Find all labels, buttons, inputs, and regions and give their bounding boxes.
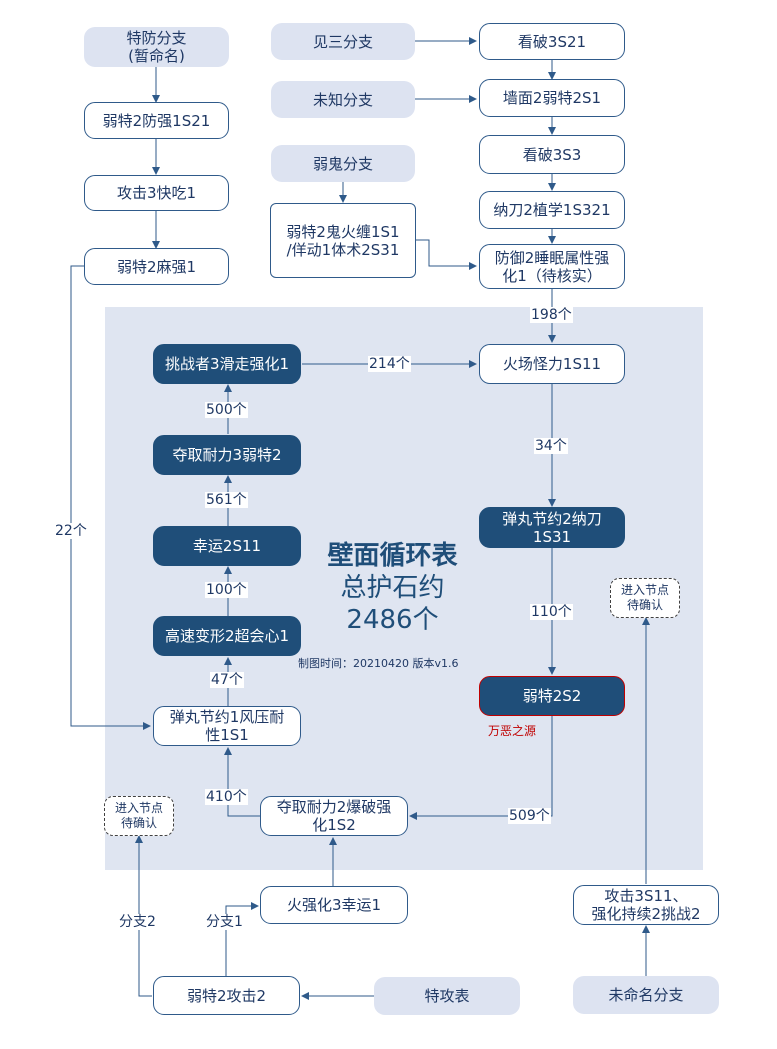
node-ruote2-gongji2: 弱特2攻击2 xyxy=(153,976,300,1015)
edge-label-fenzhi1: 分支1 xyxy=(205,914,244,930)
edge-label-100: 100个 xyxy=(205,582,248,598)
edge-label-509: 509个 xyxy=(508,808,551,824)
node-weizhi-branch: 未知分支 xyxy=(271,81,415,118)
edge-label-214: 214个 xyxy=(368,356,411,372)
edge-label-410: 410个 xyxy=(205,789,248,805)
node-pending-right: 进入节点 待确认 xyxy=(610,578,680,618)
edge-label-561: 561个 xyxy=(205,492,248,508)
node-kanpo3-s3: 看破3S3 xyxy=(479,135,625,174)
edge-label-198: 198个 xyxy=(530,307,573,323)
edge-label-500: 500个 xyxy=(205,402,248,418)
edge-ruote2gongji2-to-huoqianghua xyxy=(225,902,259,976)
timestamp: 制图时间：20210420 版本v1.6 xyxy=(298,657,459,670)
edge-maqiang-to-danwanfengya xyxy=(70,265,151,730)
edge-ruote2gongji2-to-pendingleft xyxy=(135,835,152,997)
node-ruote2-fangqiang1: 弱特2防强1S21 xyxy=(84,102,229,139)
diagram-subtitle: 总护石约 xyxy=(340,573,445,603)
node-ruogui-branch: 弱鬼分支 xyxy=(271,145,415,182)
node-gongji3-kuaichi1: 攻击3快吃1 xyxy=(84,175,229,211)
node-tiaozhanzhe3: 挑战者3滑走强化1 xyxy=(153,344,301,384)
edge-label-34: 34个 xyxy=(534,438,568,454)
node-ruote2-guihuochan: 弱特2鬼火缠1S1 /佯动1体术2S31 xyxy=(270,203,416,278)
edge-guihuochan-to-fangyu2 xyxy=(416,239,477,270)
diagram-total: 2486个 xyxy=(346,605,439,635)
edge-label-22: 22个 xyxy=(54,523,88,539)
node-duoqu3-ruote2: 夺取耐力3弱特2 xyxy=(153,435,301,475)
node-tegong: 特攻表 xyxy=(374,977,520,1015)
node-tefang-branch: 特防分支 (暂命名) xyxy=(84,27,229,67)
diagram-title-block: 壁面循环表 总护石约 2486个 xyxy=(300,540,485,636)
edge-label-fenzhi2: 分支2 xyxy=(118,914,157,930)
annotation-source: 万恶之源 xyxy=(488,724,537,738)
node-ruote2-s2: 弱特2S2 xyxy=(479,676,625,716)
node-kanpo3-s21: 看破3S21 xyxy=(479,23,625,60)
edge-label-47: 47个 xyxy=(210,672,244,688)
node-huoqianghua3: 火强化3幸运1 xyxy=(260,886,408,924)
diagram-title: 壁面循环表 xyxy=(327,541,458,571)
node-nadao2-zhixue: 纳刀2植学1S321 xyxy=(479,191,625,229)
node-huochang: 火场怪力1S11 xyxy=(479,344,625,384)
node-gaosu2: 高速变形2超会心1 xyxy=(153,616,301,656)
node-danwan-nadao: 弹丸节约2纳刀 1S31 xyxy=(479,507,625,548)
node-pending-left: 进入节点 待确认 xyxy=(104,796,174,836)
node-fangyu2-shuimian: 防御2睡眠属性强 化1（待核实） xyxy=(479,244,625,289)
node-ruote2-maqiang1: 弱特2麻强1 xyxy=(84,248,229,285)
node-danwan-fengya: 弹丸节约1风压耐 性1S1 xyxy=(153,706,301,746)
node-xingyun2: 幸运2S11 xyxy=(153,526,301,566)
node-jiansan-branch: 见三分支 xyxy=(271,23,415,60)
edge-ruote2s2-to-duoqu2 xyxy=(409,716,553,820)
node-gongji-s11: 攻击3S11、 强化持续2挑战2 xyxy=(573,885,719,925)
node-duoqu2-baopo: 夺取耐力2爆破强 化1S2 xyxy=(260,796,408,836)
node-weimingming: 未命名分支 xyxy=(573,976,719,1014)
node-qiangmian2-ruote2: 墙面2弱特2S1 xyxy=(479,79,625,117)
edge-duoqu2-to-danwanfengya xyxy=(224,747,260,817)
loop-panel xyxy=(105,307,703,870)
edge-label-110: 110个 xyxy=(530,604,573,620)
